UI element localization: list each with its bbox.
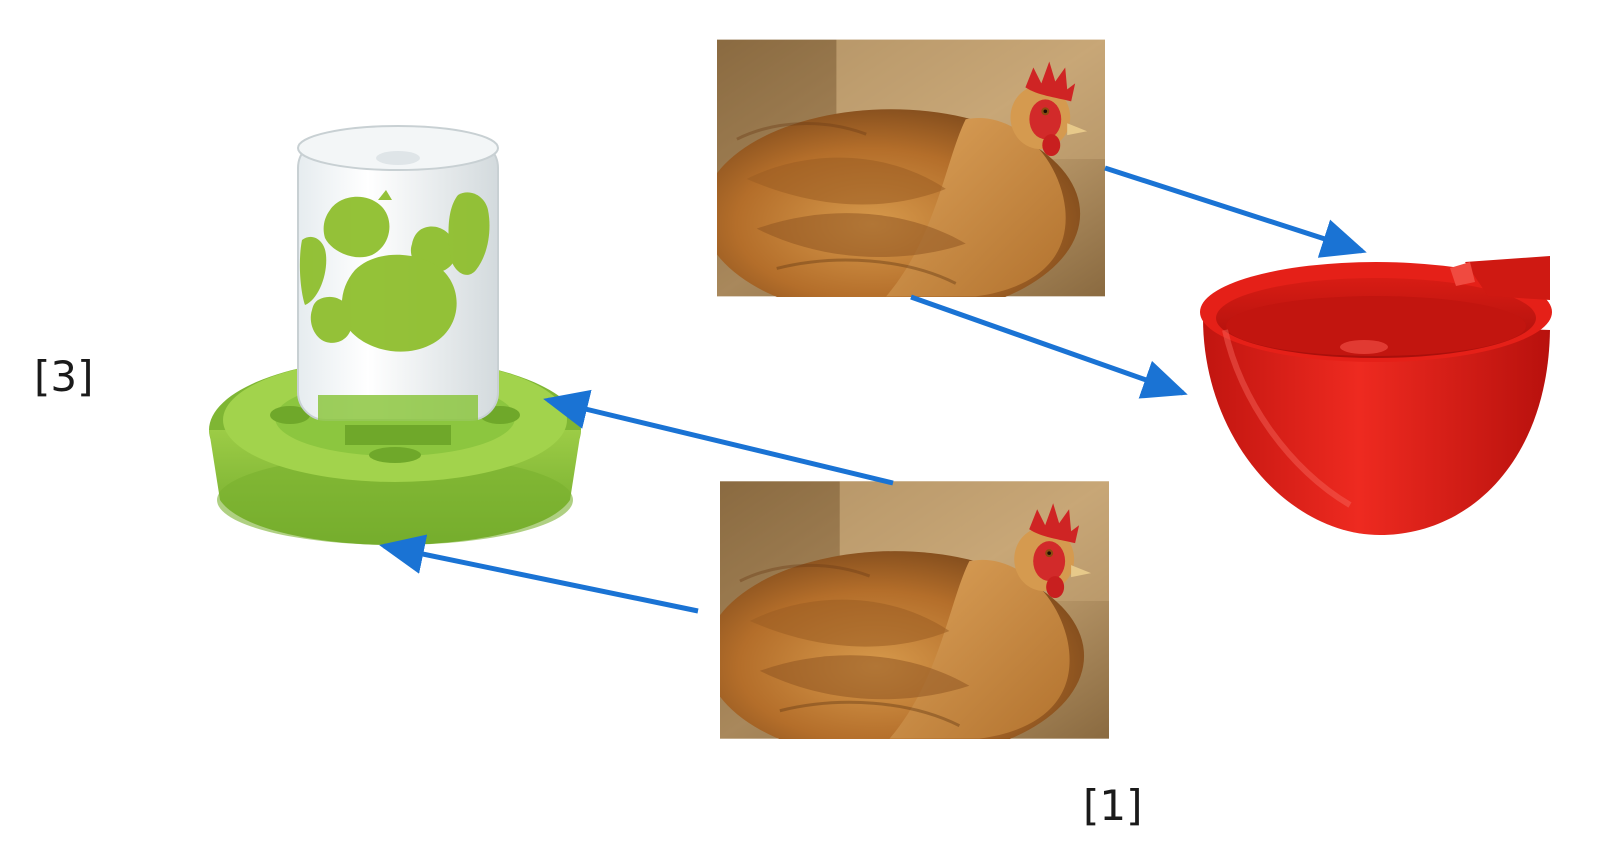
red-cup-waterer-icon <box>1200 256 1552 535</box>
arrow-hen-top-to-waterer-lower <box>910 294 1188 399</box>
label-3: [3] <box>34 352 94 401</box>
arrow-hen-bottom-to-feeder-upper <box>543 389 894 486</box>
green-jar-feeder-icon <box>209 125 581 545</box>
arrow-hen-top-to-waterer-upper <box>1104 165 1367 258</box>
arrow-hen-bottom-to-feeder-lower <box>379 534 699 614</box>
label-1: [1] <box>1083 781 1143 830</box>
arrows <box>379 165 1367 614</box>
hen-photo-bottom-icon <box>720 481 1109 739</box>
hen-photo-top-icon <box>717 39 1105 297</box>
